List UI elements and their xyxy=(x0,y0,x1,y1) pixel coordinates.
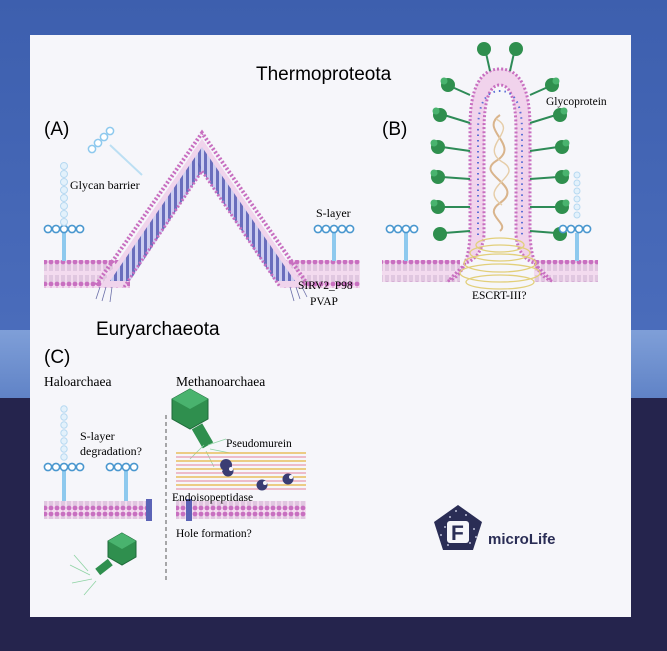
escrt-label: ESCRT-III? xyxy=(472,290,526,302)
endoisopeptidase-label: Endoisopeptidase xyxy=(172,492,253,504)
haloarchaea-label: Haloarchaea xyxy=(44,374,111,389)
s-layer-protein-b-right xyxy=(558,171,592,261)
virus-halo xyxy=(69,532,137,596)
endoisopeptidase-enzymes xyxy=(220,459,294,491)
pvap-label: PVAP xyxy=(310,296,338,308)
euryarchaeota-title: Euryarchaeota xyxy=(96,319,220,340)
s-layer-protein-a-left xyxy=(43,224,85,261)
s-layer-degradation-label-2: degradation? xyxy=(80,444,142,458)
glycan-fragment xyxy=(87,126,143,176)
s-layer-degradation-label-1: S-layer xyxy=(80,429,115,443)
sirv2-label: SIRV2_P98 xyxy=(298,280,353,292)
membrane-halo xyxy=(44,501,150,519)
glycan-chain xyxy=(60,162,68,226)
hole-formation-label: Hole formation? xyxy=(176,528,252,540)
s-layer-protein-a-right xyxy=(313,224,355,261)
figure-svg: (A) Glycan barrier S-layer SIRV2_P98 PVA… xyxy=(43,42,607,596)
logo-text: microLife xyxy=(488,531,556,548)
membrane-methano-edge xyxy=(186,499,192,521)
glycan-barrier-label: Glycan barrier xyxy=(70,178,140,192)
s-layer-protein-c-left xyxy=(43,405,85,501)
panel-c: Euryarchaeota (C) Haloarchaea Methanoarc… xyxy=(43,319,306,596)
panel-b: Thermoproteota (B) xyxy=(256,42,607,302)
membrane-b-left xyxy=(382,260,460,282)
membrane-halo-edge xyxy=(146,499,152,521)
methanoarchaea-label: Methanoarchaea xyxy=(176,374,265,389)
s-layer-protein-c-right xyxy=(105,462,139,501)
panel-a-label: (A) xyxy=(44,119,69,140)
pseudomurein-layer xyxy=(176,451,306,491)
microlife-logo: F microLife xyxy=(434,505,556,550)
s-layer-label-a: S-layer xyxy=(316,206,351,220)
membrane-b-right xyxy=(534,260,598,282)
panel-c-label: (C) xyxy=(44,347,70,368)
thermoproteota-title: Thermoproteota xyxy=(256,64,392,85)
figure-panel: (A) Glycan barrier S-layer SIRV2_P98 PVA… xyxy=(30,35,631,617)
pvap-pyramid xyxy=(94,129,310,303)
escrt-spiral xyxy=(459,237,541,290)
glycoprotein-label: Glycoprotein xyxy=(546,96,607,108)
s-layer-protein-b-left xyxy=(385,224,419,261)
pseudomurein-label: Pseudomurein xyxy=(226,438,292,450)
inner-leaflet xyxy=(477,89,523,235)
glycoprotein-cluster xyxy=(430,42,570,241)
membrane-methano xyxy=(176,501,306,519)
panel-a: (A) Glycan barrier S-layer SIRV2_P98 PVA… xyxy=(43,119,360,308)
viral-genome xyxy=(489,114,509,232)
panel-b-label: (B) xyxy=(382,119,407,140)
logo-letter: F xyxy=(451,522,464,545)
membrane-protrusion xyxy=(446,67,554,283)
